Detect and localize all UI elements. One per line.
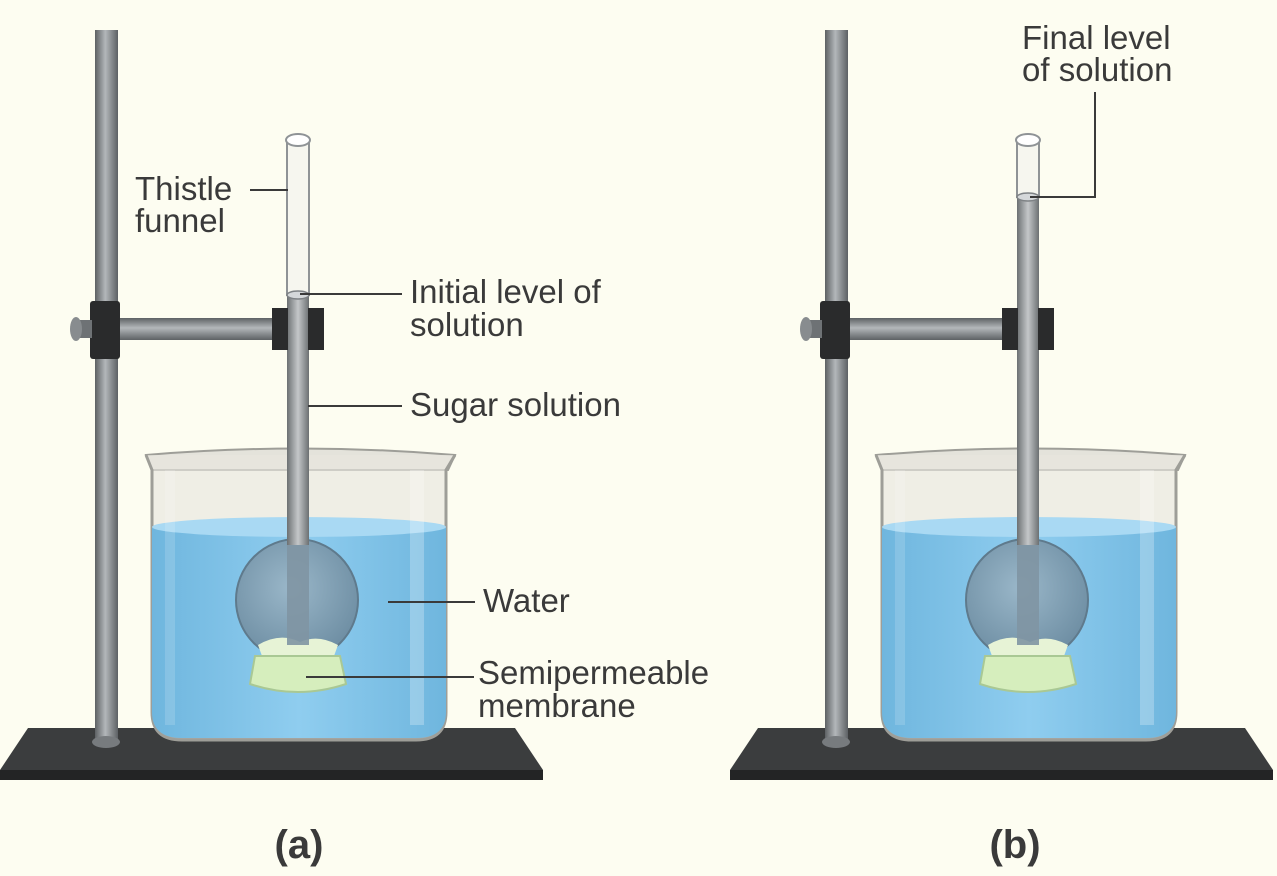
stand-rod [825,30,848,742]
label-membrane: Semipermeable membrane [478,654,718,724]
semipermeable-membrane [978,655,1078,693]
semipermeable-membrane [248,655,348,693]
label-final-level: Final level of solution [1022,19,1180,88]
label-water: Water [483,582,570,619]
panel-b: Final level of solution (b) [730,19,1273,867]
label-sugar-solution: Sugar solution [410,386,621,423]
caption-b: (b) [989,823,1040,867]
caption-a: (a) [275,823,324,867]
stand-rod [95,30,118,742]
panel-a: Thistle funnel Initial level of solution… [0,30,718,867]
final-level-leader [1030,92,1096,198]
thistle-funnel-tube [1015,133,1041,645]
label-thistle-funnel: Thistle funnel [135,170,241,239]
label-initial-level: Initial level of solution [410,273,610,343]
thistle-funnel-tube [285,133,311,645]
